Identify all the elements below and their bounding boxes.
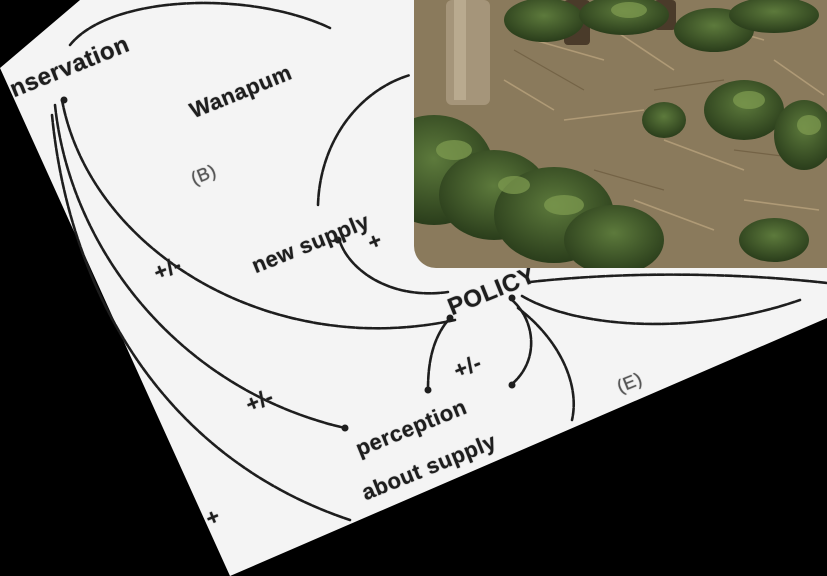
arrowhead-conservation bbox=[61, 97, 68, 104]
arrowhead-perception-left bbox=[425, 387, 432, 394]
plant-photo-image bbox=[414, 0, 827, 268]
arrowhead-perception-right bbox=[509, 382, 516, 389]
arrowhead-perception-in bbox=[342, 425, 349, 432]
plant-photo bbox=[414, 0, 827, 268]
